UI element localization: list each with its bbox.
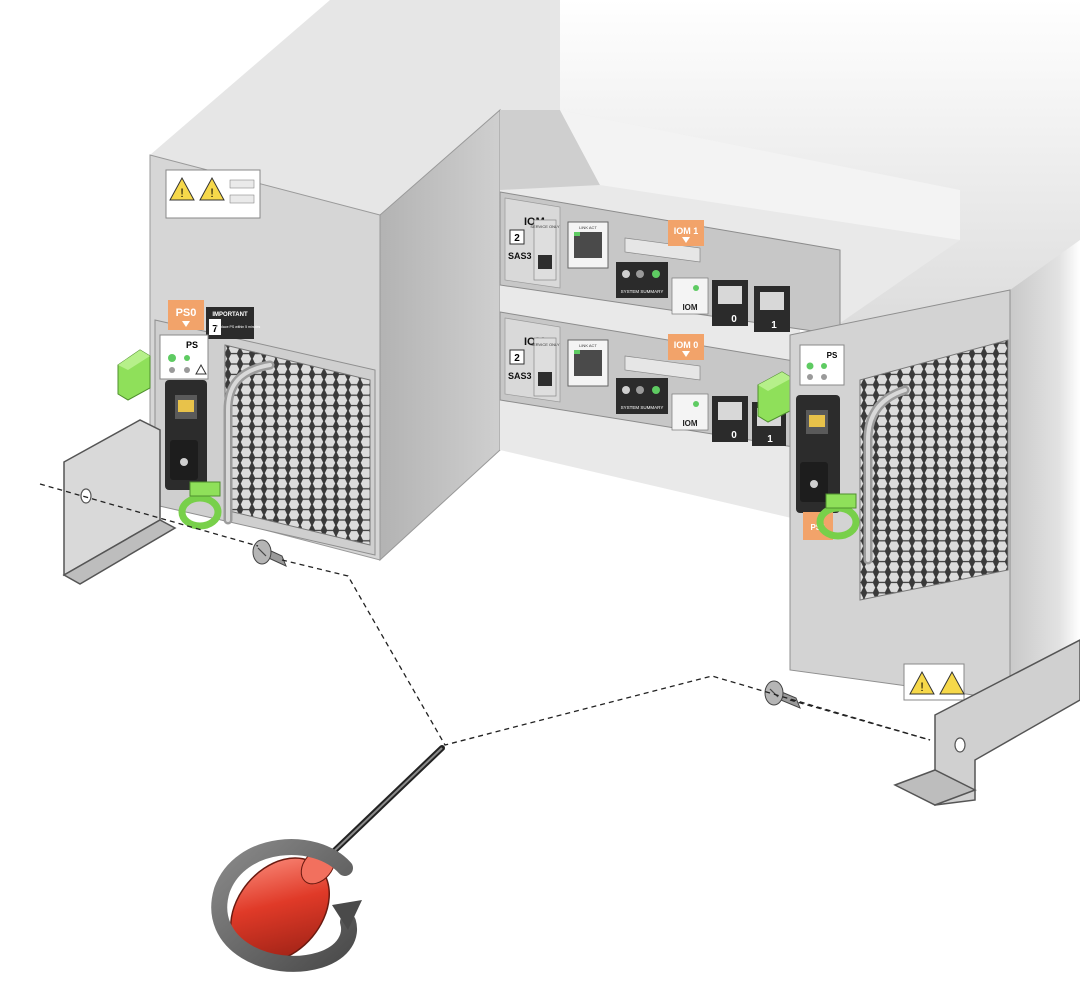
right-warning-label: ! <box>903 663 965 701</box>
important-number: 7 <box>212 324 218 335</box>
screw-icon <box>764 680 801 709</box>
iom-1-system-summary: SYSTEM SUMMARY <box>621 289 664 294</box>
svg-text:!: ! <box>920 680 923 694</box>
iom-0-link-label: LINK ACT <box>579 343 597 348</box>
right-rail-bracket <box>893 639 1080 806</box>
iom-0-sas: SAS3 <box>508 371 532 381</box>
iom-0-service: SERVICE ONLY <box>530 342 560 347</box>
iom-1-tag-text: IOM 1 <box>674 226 699 236</box>
warning-icon <box>909 670 935 695</box>
left-green-latch <box>117 349 151 401</box>
network-port-icon <box>574 232 602 258</box>
important-label: IMPORTANT 7 Replace PS within 5 minutes <box>206 307 261 339</box>
network-port-icon <box>574 350 602 376</box>
left-cable-clip <box>178 481 222 530</box>
warning-icon <box>199 176 225 201</box>
iom-1-module: IOM 2 SAS3 SERVICE ONLY LINK ACT SYSTEM … <box>499 191 841 336</box>
important-text: Replace PS within 5 minutes <box>216 325 261 329</box>
iom-0-system-summary: SYSTEM SUMMARY <box>621 405 664 410</box>
right-psu-module: PS1 PS <box>789 289 1011 701</box>
iom-0-gen: 2 <box>514 353 520 364</box>
iom-0-status-label: IOM <box>682 419 697 428</box>
iom-1-port-0: 0 <box>731 314 737 325</box>
iom-1-status-label: IOM <box>682 303 697 312</box>
iom-1-service: SERVICE ONLY <box>530 224 560 229</box>
svg-text:!: ! <box>210 186 213 200</box>
warning-icon <box>169 176 195 201</box>
screw-icon <box>252 539 287 567</box>
important-title: IMPORTANT <box>212 312 248 318</box>
right-cable-clip <box>816 493 860 540</box>
ps-label: PS <box>186 340 198 350</box>
ps-label-right: PS <box>827 351 838 360</box>
iom-0-module: IOM 2 SAS3 SERVICE ONLY LINK ACT SYSTEM … <box>499 311 801 449</box>
iom-1-link-label: LINK ACT <box>579 225 597 230</box>
warning-icon <box>939 670 965 695</box>
left-warning-label: ! ! <box>165 169 261 219</box>
alignment-lines <box>39 483 931 746</box>
iom-1-port-1: 1 <box>771 320 777 331</box>
iom-0-port-1: 1 <box>767 434 773 445</box>
svg-text:!: ! <box>180 186 183 200</box>
ps0-tag-text: PS0 <box>176 307 197 319</box>
left-rail-bracket <box>62 419 177 585</box>
left-psu-module <box>149 108 501 562</box>
ps0-tag: PS0 <box>168 300 204 330</box>
left-ps-status-panel: PS <box>159 334 209 380</box>
rotation-arrow-icon <box>211 839 362 972</box>
iom-1-gen: 2 <box>514 233 520 244</box>
iom-1-sas: SAS3 <box>508 251 532 261</box>
chassis-right-body <box>1010 240 1080 730</box>
iom-0-tag-text: IOM 0 <box>674 340 699 350</box>
iom-0-port-0: 0 <box>731 430 737 441</box>
